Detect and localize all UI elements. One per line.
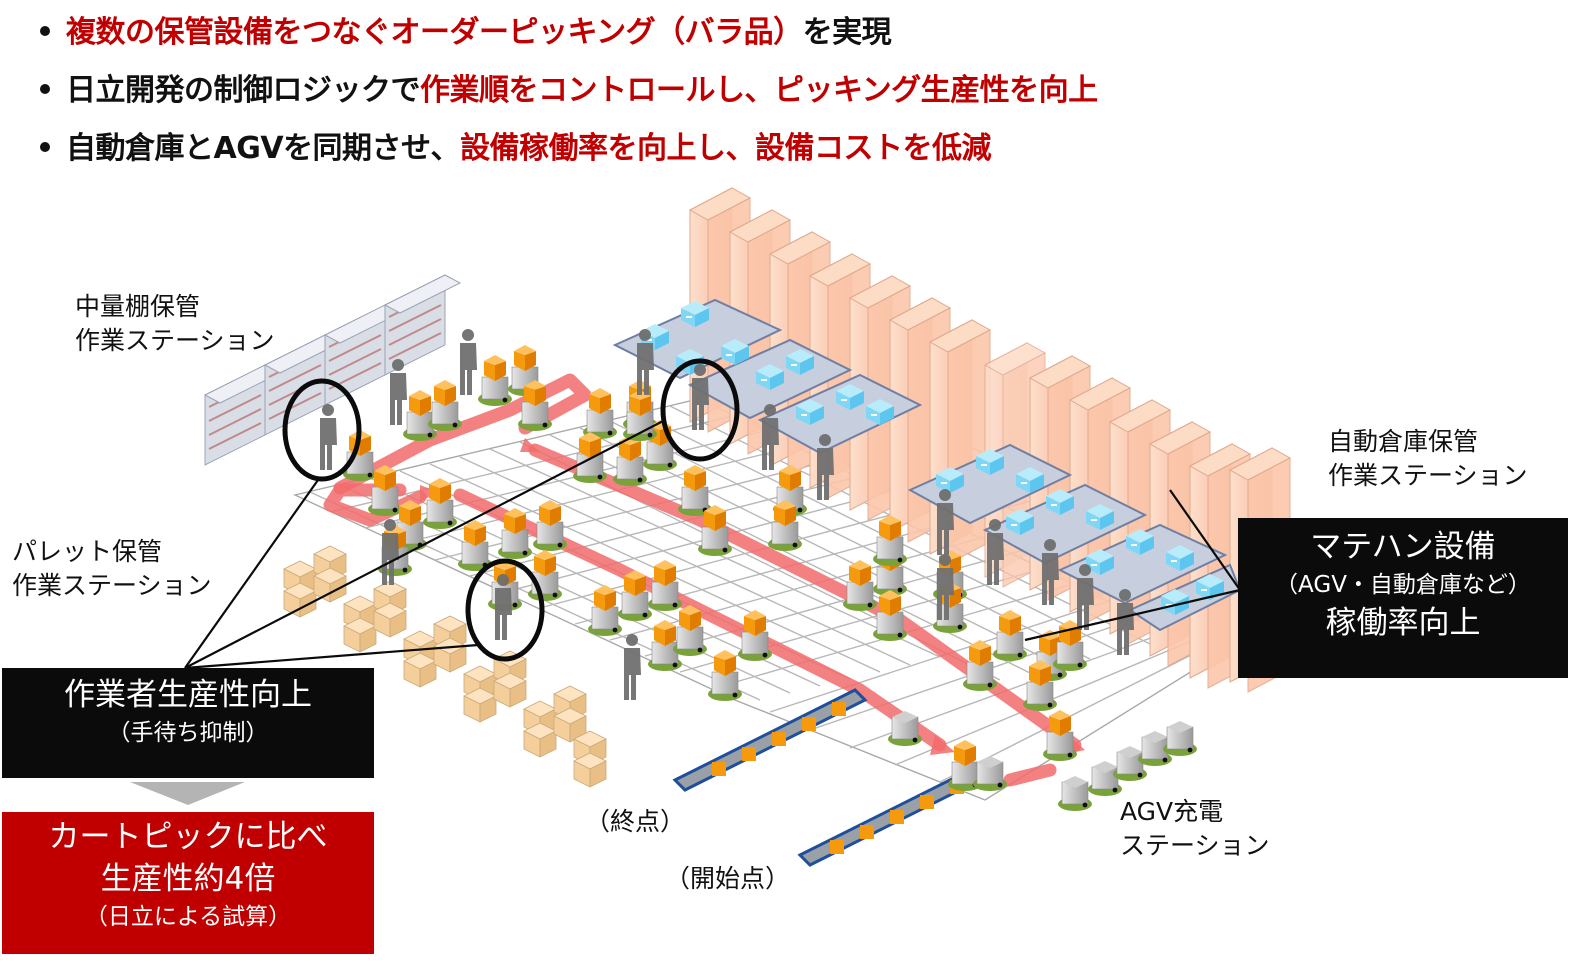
highlight-circle-shelf <box>282 378 362 482</box>
callout-subtitle: （手待ち抑制） <box>107 720 269 746</box>
highlight-circle-pallet <box>465 558 545 662</box>
bullet-2-red: 作業順をコントロールし、ピッキング生産性を向上 <box>420 73 1098 108</box>
callout-line-3: 稼働率向上 <box>1325 605 1481 641</box>
leader-lines <box>184 419 1241 670</box>
end-point-label: （終点） <box>585 807 686 836</box>
bullet-1: 複数の保管設備をつなぐオーダーピッキング（バラ品）を実現 <box>40 4 1098 62</box>
bullet-2: 日立開発の制御ロジックで作業順をコントロールし、ピッキング生産性を向上 <box>40 62 1098 120</box>
bullet-3: 自動倉庫とAGVを同期させ、設備稼働率を向上し、設備コストを低減 <box>40 120 1098 178</box>
bullet-1-black: を実現 <box>802 15 892 50</box>
callout-title: マテハン設備 <box>1310 529 1496 565</box>
result-line-1: カートピックに比べ <box>48 819 328 855</box>
label-line: ステーション <box>1120 831 1270 860</box>
callout-subtitle: （AGV・自動倉庫など） <box>1275 572 1531 598</box>
medium-shelf-station-label: 中量棚保管 作業ステーション <box>75 290 275 358</box>
equipment-utilization-callout: マテハン設備 （AGV・自動倉庫など） 稼働率向上 <box>1238 518 1568 678</box>
result-line-2: 生産性約4倍 <box>100 861 276 897</box>
label-line: 作業ステーション <box>1328 461 1528 490</box>
highlight-circle-asrs <box>660 358 740 462</box>
label-line: 作業ステーション <box>12 571 212 600</box>
bullet-dot-icon <box>40 25 50 36</box>
worker-productivity-callout: 作業者生産性向上 （手待ち抑制） <box>2 668 374 778</box>
productivity-result-callout: カートピックに比べ 生産性約4倍 （日立による試算） <box>2 812 374 954</box>
label-line: 自動倉庫保管 <box>1328 427 1479 456</box>
label-line: パレット保管 <box>12 537 163 566</box>
bullet-2-black: 日立開発の制御ロジックで <box>66 73 421 108</box>
asrs-station-label: 自動倉庫保管 作業ステーション <box>1328 425 1528 493</box>
asrs-workstations <box>612 298 1242 632</box>
conveyors <box>672 688 993 867</box>
bullet-dot-icon <box>40 83 50 94</box>
pallet-station-label: パレット保管 作業ステーション <box>12 535 212 603</box>
callout-title: 作業者生産性向上 <box>64 677 312 713</box>
agv-charging-station-label: AGV充電 ステーション <box>1120 795 1270 863</box>
highlight-circles <box>282 358 740 662</box>
start-point-label: （開始点） <box>665 864 791 893</box>
headline-bullets: 複数の保管設備をつなぐオーダーピッキング（バラ品）を実現 日立開発の制御ロジック… <box>40 4 1098 178</box>
bullet-1-red: 複数の保管設備をつなぐオーダーピッキング（バラ品） <box>66 15 803 50</box>
label-line: AGV充電 <box>1120 797 1224 826</box>
label-line: 中量棚保管 <box>75 292 201 321</box>
bullet-3-black: 自動倉庫とAGVを同期させ、 <box>66 131 461 166</box>
down-arrow-icon <box>130 782 245 805</box>
result-note: （日立による試算） <box>84 904 292 930</box>
bullet-dot-icon <box>40 141 50 152</box>
bullet-3-red: 設備稼働率を向上し、設備コストを低減 <box>460 131 992 166</box>
label-line: 作業ステーション <box>75 326 275 355</box>
